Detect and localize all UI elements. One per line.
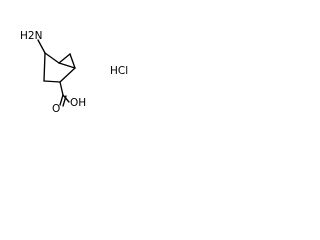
carboxyl-bond bbox=[59, 81, 64, 96]
salt-label: HCl bbox=[110, 65, 128, 77]
cyclopropane-bond-top bbox=[58, 53, 71, 64]
ring-bond-c4-c5 bbox=[43, 80, 61, 83]
amine-label: H2N bbox=[20, 30, 42, 42]
oxygen-label: O bbox=[52, 103, 60, 115]
molecule-diagram: H2N OH O HCl bbox=[20, 30, 128, 115]
hydroxyl-label: OH bbox=[70, 97, 86, 109]
ring-bond-c1-c2 bbox=[44, 52, 60, 64]
ring-bond-c5-c1 bbox=[43, 52, 46, 82]
chemical-structure-canvas: H2N OH O HCl bbox=[0, 0, 152, 152]
hydroxyl-bond bbox=[62, 94, 70, 103]
amine-bond bbox=[37, 39, 46, 54]
carbonyl-double-bond-outer bbox=[59, 94, 64, 106]
cyclopropane-bond-side bbox=[69, 53, 76, 69]
ring-bond-c3-c4 bbox=[59, 67, 76, 83]
ring-bond-c2-c3 bbox=[58, 62, 76, 69]
